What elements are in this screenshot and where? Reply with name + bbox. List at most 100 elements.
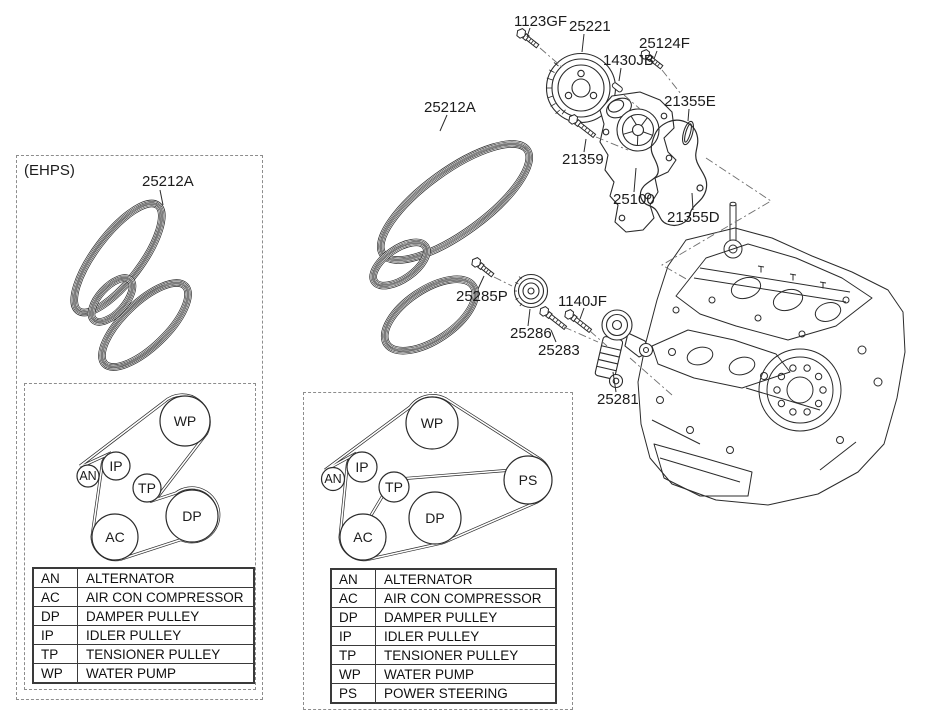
idler-pulley-drawing	[513, 273, 549, 309]
legend-code: IP	[330, 626, 376, 646]
legend-name: DAMPER PULLEY	[375, 607, 557, 627]
part-label-25124F: 25124F	[639, 35, 690, 52]
pulley-label-dp: DP	[425, 510, 444, 526]
legend-name: AIR CON COMPRESSOR	[77, 587, 255, 607]
part-label-21359: 21359	[562, 151, 604, 168]
part-label-1430JB: 1430JB	[603, 52, 654, 69]
part-label-1123GF: 1123GF	[514, 13, 567, 30]
pulley-label-wp: WP	[174, 413, 197, 429]
water-pump-drawing	[599, 91, 677, 233]
pulley-wp-left	[159, 395, 211, 447]
leader-lines	[159, 27, 694, 393]
pulley-an-left	[76, 464, 100, 488]
legend-name: DAMPER PULLEY	[77, 606, 255, 626]
legend-name: TENSIONER PULLEY	[77, 644, 255, 664]
pulley-tp-right	[378, 471, 410, 503]
main-belt-drawing	[369, 140, 534, 355]
bolt-1123GF	[514, 26, 541, 51]
pulley-an-right	[320, 466, 346, 492]
pulley-label-tp: TP	[385, 479, 403, 495]
pulley-tp-left	[132, 473, 162, 503]
pulley-ip-left	[101, 451, 131, 481]
pulley-label-wp: WP	[421, 415, 444, 431]
legend-name: IDLER PULLEY	[375, 626, 557, 646]
legend-code: IP	[32, 625, 78, 645]
legend-code: WP	[32, 663, 78, 684]
part-label-25283: 25283	[538, 342, 580, 359]
part-label-1140JF: 1140JF	[558, 293, 607, 310]
gasket-small-drawing	[682, 120, 694, 146]
part-label-25221: 25221	[569, 18, 611, 35]
assembly-dash-lines	[493, 47, 772, 396]
pulley-label-an: AN	[324, 472, 341, 486]
part-label-21355E: 21355E	[664, 93, 716, 110]
pulley-ac-right	[339, 513, 387, 561]
flywheel-bolt-holes	[773, 364, 827, 416]
legend-code: AC	[32, 587, 78, 607]
pulley-ac-left	[91, 513, 139, 561]
pulley-label-tp: TP	[138, 480, 156, 496]
part-label-21355D: 21355D	[667, 209, 720, 226]
engine-drawing	[637, 201, 906, 506]
pin-1430JB	[611, 82, 623, 93]
part-label-25100: 25100	[613, 191, 655, 208]
legend-code: AN	[32, 567, 78, 588]
part-label-25285P: 25285P	[456, 288, 508, 305]
right-pulley-diagram-box	[303, 392, 573, 710]
legend-code: WP	[330, 664, 376, 684]
pulley-ps-right	[503, 455, 553, 505]
ehps-tag-label: (EHPS)	[24, 162, 75, 179]
legend-code: DP	[330, 607, 376, 627]
legend-name: IDLER PULLEY	[77, 625, 255, 645]
pulley-dp-right	[408, 491, 462, 545]
pulley-label-ac: AC	[353, 529, 372, 545]
legend-name: POWER STEERING	[375, 683, 557, 704]
legend-name: WATER PUMP	[77, 663, 255, 684]
part-label-25281: 25281	[597, 391, 639, 408]
ehps-outer-box	[16, 155, 263, 700]
legend-name: ALTERNATOR	[375, 568, 557, 589]
gasket-large-drawing	[639, 119, 708, 226]
ehps-belt-drawing	[70, 199, 192, 371]
left-pulley-diagram-box	[24, 383, 256, 690]
legend-name: ALTERNATOR	[77, 567, 255, 588]
pulley-label-ip: IP	[109, 458, 122, 474]
legend-code: TP	[330, 645, 376, 665]
pulley-label-dp: DP	[182, 508, 201, 524]
bolt-25285P	[469, 255, 496, 280]
legend-code: PS	[330, 683, 376, 704]
pulley-rib-hatch	[546, 62, 566, 115]
legend-name: AIR CON COMPRESSOR	[375, 588, 557, 608]
pulley-label-ps: PS	[519, 472, 538, 488]
pulley-label-ip: IP	[355, 459, 368, 475]
pulley-label-an: AN	[79, 469, 96, 483]
legend-code: TP	[32, 644, 78, 664]
tensioner-drawing	[594, 309, 654, 389]
legend-name: WATER PUMP	[375, 664, 557, 684]
impeller-spokes	[622, 115, 653, 146]
legend-name: TENSIONER PULLEY	[375, 645, 557, 665]
legend-code: DP	[32, 606, 78, 626]
pulley-ip-right	[346, 451, 378, 483]
part-label-25286: 25286	[510, 325, 552, 342]
legend-code: AN	[330, 568, 376, 589]
part-labels: 1123GF 25221 25124F 1430JB 21355E 25212A…	[24, 13, 720, 408]
left-routing-diagram: WP IP AN TP DP AC	[76, 393, 221, 562]
pulley-wp-right	[405, 396, 459, 450]
